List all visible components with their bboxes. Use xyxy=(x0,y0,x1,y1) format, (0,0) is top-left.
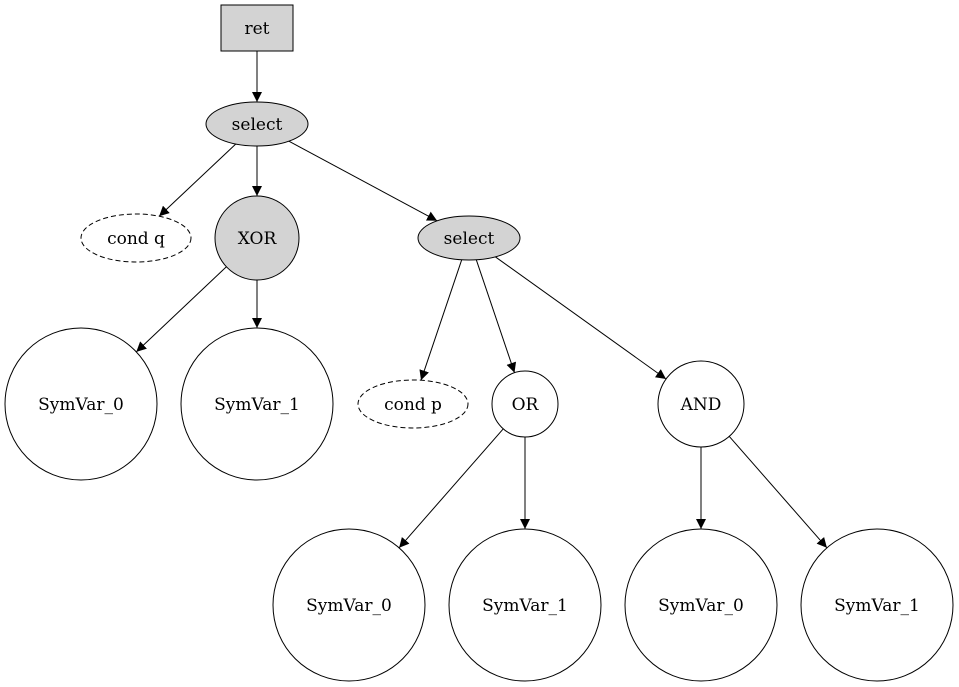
node-symvar1_a-label: SymVar_1 xyxy=(214,395,300,415)
edge-or-to-symvar0_b xyxy=(398,428,504,549)
node-symvar1_a: SymVar_1 xyxy=(180,327,334,481)
node-symvar1_c-label: SymVar_1 xyxy=(834,596,920,616)
edges-layer xyxy=(135,51,828,549)
node-symvar0_a-label: SymVar_0 xyxy=(38,395,124,415)
node-select1-shape xyxy=(205,101,309,147)
edge-select2-to-and xyxy=(495,256,667,380)
node-select1: select xyxy=(205,101,309,147)
node-symvar0_b-label: SymVar_0 xyxy=(306,596,392,616)
node-symvar1_b: SymVar_1 xyxy=(448,528,602,682)
node-select2-label: select xyxy=(444,229,495,249)
edge-select2-to-condp xyxy=(419,259,463,381)
node-symvar0_b-shape xyxy=(272,528,426,682)
node-condq-label: cond q xyxy=(107,229,165,249)
node-condp: cond p xyxy=(357,379,469,429)
node-symvar0_a: SymVar_0 xyxy=(4,327,158,481)
node-select1-label: select xyxy=(232,115,283,135)
node-symvar0_c-shape xyxy=(624,528,778,682)
edge-xor-to-symvar0_a xyxy=(135,266,227,353)
node-or-shape xyxy=(491,370,559,438)
node-and-shape xyxy=(657,360,745,448)
node-symvar1_a-shape xyxy=(180,327,334,481)
node-ret-label: ret xyxy=(244,19,269,39)
node-condp-label: cond p xyxy=(384,395,442,415)
node-or: OR xyxy=(491,370,559,438)
node-xor-shape xyxy=(214,195,300,281)
edge-select1-to-select2 xyxy=(288,140,438,222)
node-condp-shape xyxy=(357,379,469,429)
node-ret-shape xyxy=(220,4,294,52)
node-symvar0_c-label: SymVar_0 xyxy=(658,596,744,616)
node-select2: select xyxy=(417,215,521,261)
node-or-label: OR xyxy=(512,395,540,415)
edge-and-to-symvar1_c xyxy=(728,436,828,549)
node-xor: XOR xyxy=(214,195,300,281)
node-and: AND xyxy=(657,360,745,448)
node-symvar1_b-label: SymVar_1 xyxy=(482,596,568,616)
node-symvar1_c-shape xyxy=(800,528,954,682)
node-condq: cond q xyxy=(80,213,192,263)
node-and-label: AND xyxy=(680,395,722,415)
node-xor-label: XOR xyxy=(238,229,278,249)
node-symvar0_b: SymVar_0 xyxy=(272,528,426,682)
node-condq-shape xyxy=(80,213,192,263)
node-symvar1_b-shape xyxy=(448,528,602,682)
edge-select1-to-condq xyxy=(158,143,237,217)
node-symvar0_a-shape xyxy=(4,327,158,481)
node-select2-shape xyxy=(417,215,521,261)
node-ret: ret xyxy=(220,4,294,52)
node-symvar1_c: SymVar_1 xyxy=(800,528,954,682)
node-symvar0_c: SymVar_0 xyxy=(624,528,778,682)
edge-select2-to-or xyxy=(475,259,517,373)
